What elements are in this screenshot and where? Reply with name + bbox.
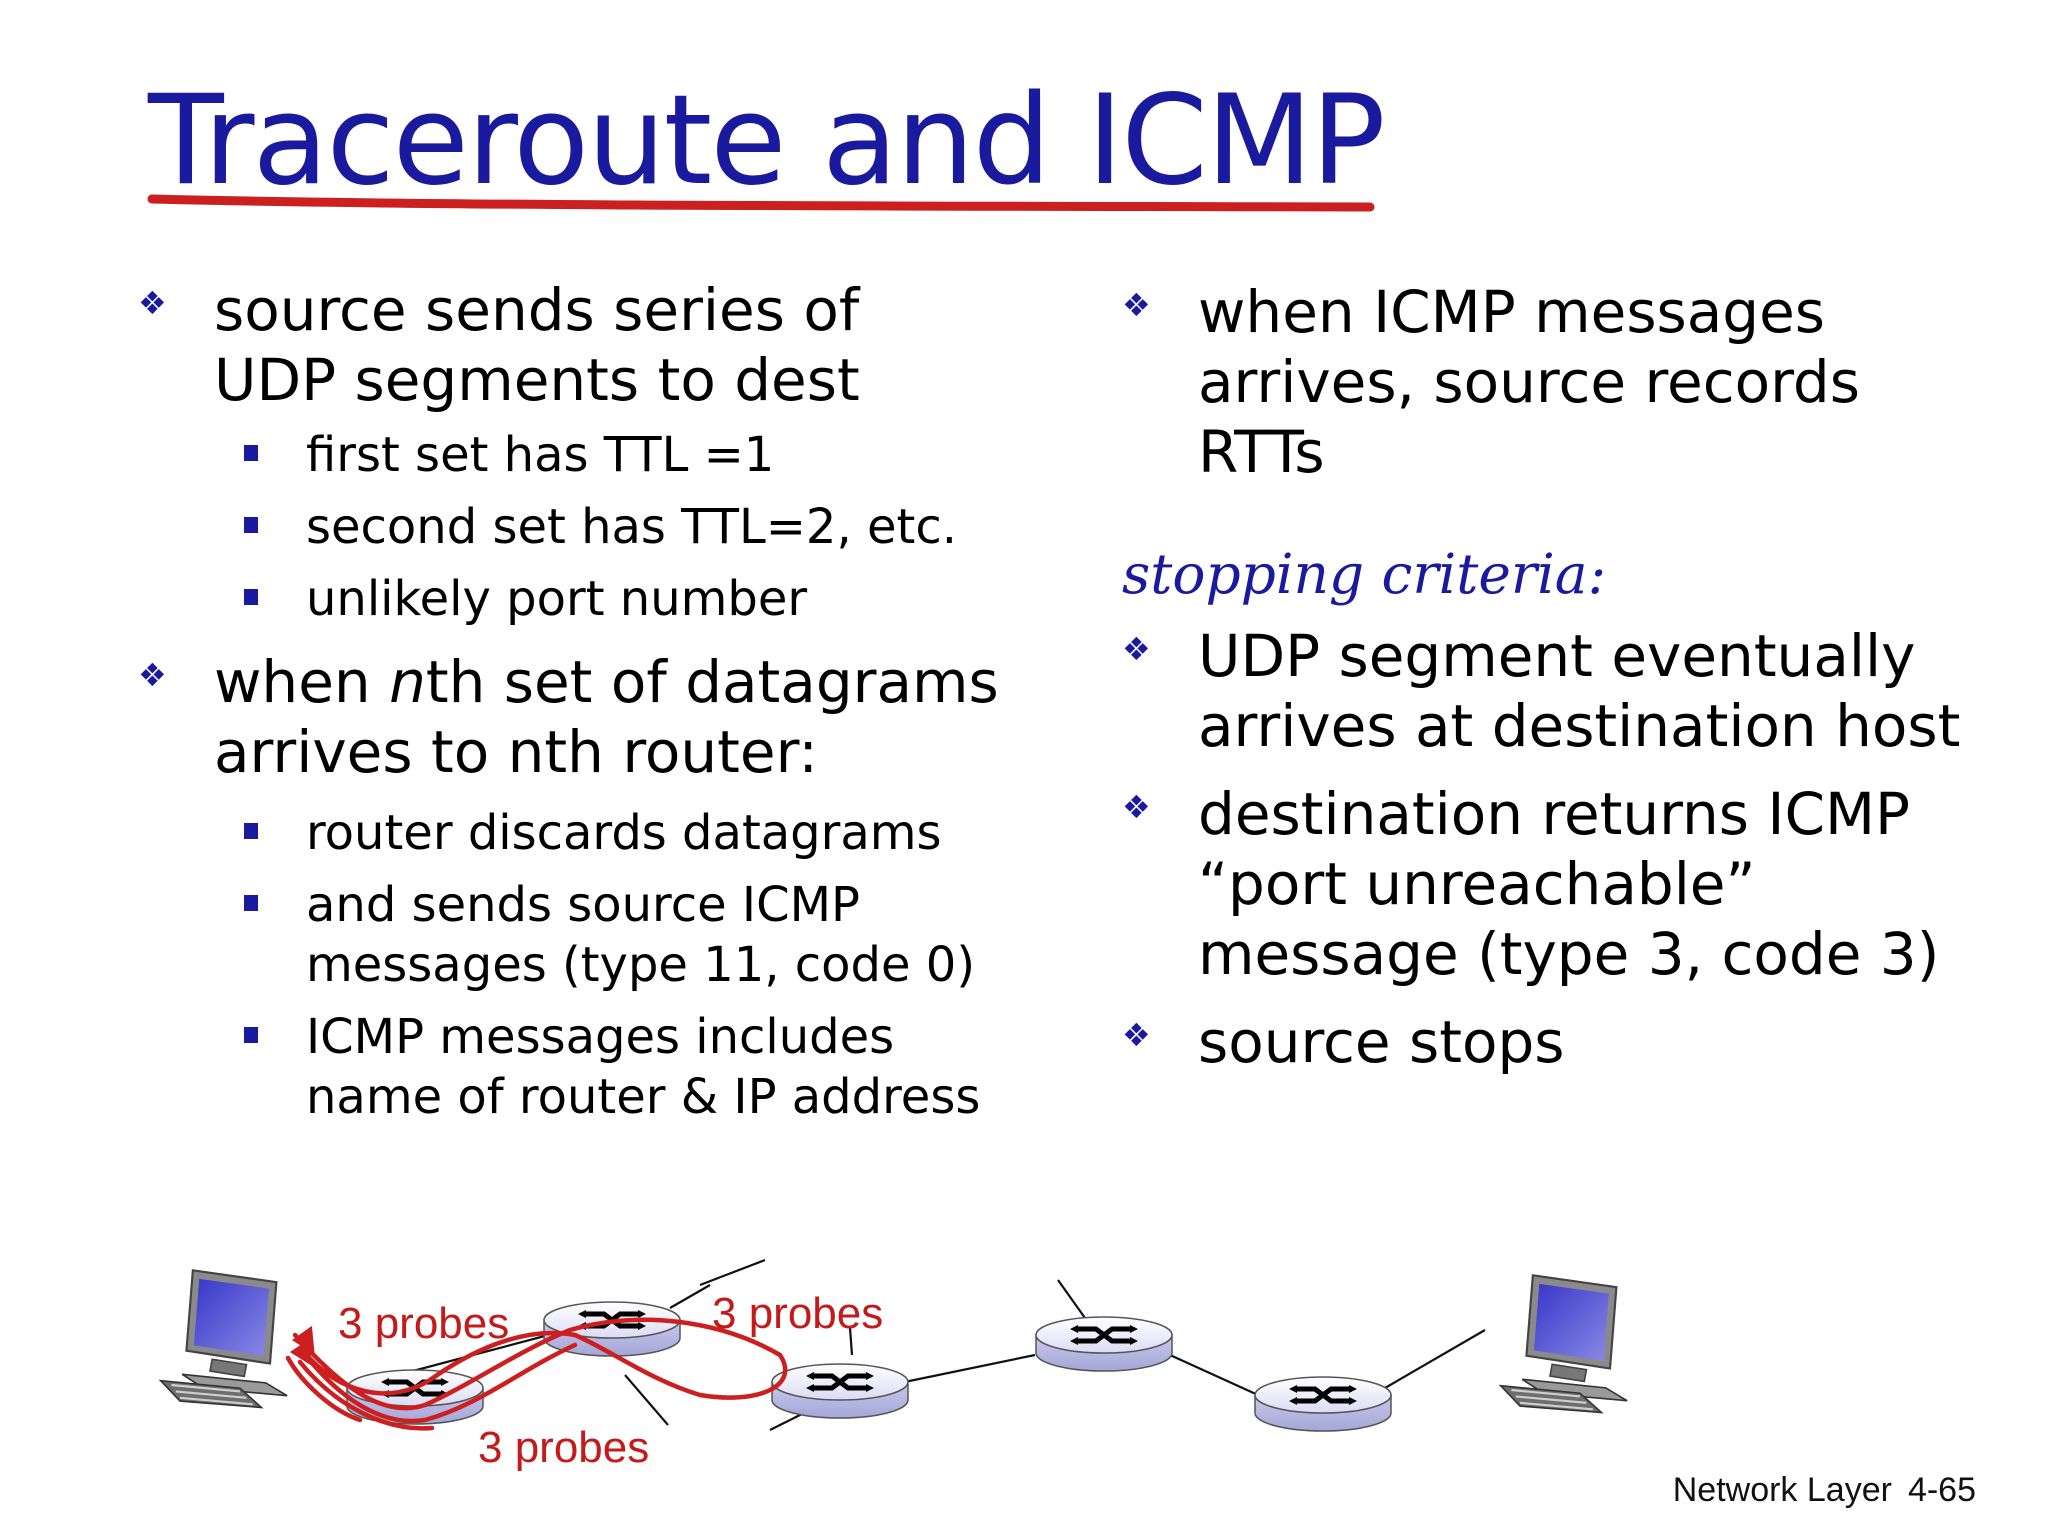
probe-label-3: 3 probes bbox=[478, 1423, 649, 1472]
sub-bullet-sends-icmp: and sends source ICMP messages (type 11,… bbox=[138, 875, 999, 995]
diamond-cluster-icon: ❖ bbox=[1122, 1016, 1151, 1054]
bullet-text-emphasis: n bbox=[389, 648, 426, 716]
probe-label-1: 3 probes bbox=[338, 1299, 509, 1348]
slide-footer: Network Layer 4-65 bbox=[1657, 1471, 1976, 1510]
sub-bullet-port: unlikely port number bbox=[138, 569, 999, 629]
bullet-text: when ICMP messages bbox=[1198, 278, 1826, 346]
footer-page-number: 4-65 bbox=[1907, 1471, 1976, 1509]
sub-bullet-ttl2: second set has TTL=2, etc. bbox=[138, 497, 999, 557]
bullet-text-part: when bbox=[214, 648, 390, 716]
bullet-text: arrives at destination host bbox=[1198, 692, 1961, 760]
diamond-cluster-icon: ❖ bbox=[1122, 286, 1151, 324]
bullet-udp-arrives: ❖ UDP segment eventually arrives at dest… bbox=[1122, 621, 1960, 761]
bullet-text: source sends series of bbox=[214, 276, 860, 344]
bullet-source-sends: ❖ source sends series of UDP segments to… bbox=[138, 275, 999, 415]
diamond-cluster-icon: ❖ bbox=[1122, 788, 1151, 826]
router-4-router-icon bbox=[1036, 1317, 1172, 1371]
square-bullet-icon bbox=[244, 1027, 258, 1043]
destination-host-computer-icon bbox=[1499, 1274, 1629, 1414]
bullet-text: RTTs bbox=[1198, 418, 1325, 486]
stopping-criteria-heading: stopping criteria: bbox=[1122, 542, 1607, 606]
footer-section: Network Layer bbox=[1672, 1471, 1892, 1509]
sub-bullet-text: unlikely port number bbox=[306, 571, 808, 627]
bullet-port-unreachable: ❖ destination returns ICMP “port unreach… bbox=[1122, 779, 1960, 989]
sub-bullet-text: second set has TTL=2, etc. bbox=[306, 499, 957, 555]
square-bullet-icon bbox=[244, 895, 258, 911]
bullet-text: arrives, source records bbox=[1198, 348, 1860, 416]
bullet-text: message (type 3, code 3) bbox=[1198, 920, 1940, 988]
sub-bullet-text: router discards datagrams bbox=[306, 805, 942, 861]
diamond-cluster-icon: ❖ bbox=[138, 656, 167, 694]
sub-bullet-discards: router discards datagrams bbox=[138, 803, 999, 863]
bullet-text: source stops bbox=[1198, 1008, 1565, 1076]
bullet-text-part: th set of datagrams bbox=[425, 648, 999, 716]
bullet-text: destination returns ICMP bbox=[1198, 780, 1911, 848]
router-5-router-icon bbox=[1255, 1377, 1391, 1431]
diamond-cluster-icon: ❖ bbox=[138, 284, 167, 322]
bullet-text: UDP segments to dest bbox=[214, 346, 860, 414]
sub-bullet-text: and sends source ICMP bbox=[306, 877, 860, 933]
left-column: ❖ source sends series of UDP segments to… bbox=[138, 275, 999, 1127]
sub-bullet-ttl1: first set has TTL =1 bbox=[138, 425, 999, 485]
sub-bullet-text: messages (type 11, code 0) bbox=[306, 937, 976, 993]
bullet-nth-set: ❖ when nth set of datagrams arrives to n… bbox=[138, 647, 999, 787]
probe-paths bbox=[285, 1317, 788, 1431]
bullet-icmp-arrives: ❖ when ICMP messages arrives, source rec… bbox=[1122, 277, 1960, 487]
sub-bullet-text: first set has TTL =1 bbox=[306, 427, 775, 483]
bullet-text: “port unreachable” bbox=[1198, 850, 1756, 918]
square-bullet-icon bbox=[244, 517, 258, 533]
source-host-computer-icon bbox=[159, 1269, 289, 1409]
diamond-cluster-icon: ❖ bbox=[1122, 630, 1151, 668]
bullet-text: when nth set of datagrams bbox=[214, 647, 999, 717]
sub-bullet-includes-name: ICMP messages includes name of router & … bbox=[138, 1007, 999, 1127]
square-bullet-icon bbox=[244, 589, 258, 605]
square-bullet-icon bbox=[244, 445, 258, 461]
bullet-text: arrives to nth router: bbox=[214, 718, 818, 786]
bullet-source-stops: ❖ source stops bbox=[1122, 1007, 1960, 1077]
sub-bullet-text: name of router & IP address bbox=[306, 1069, 981, 1125]
router-3-router-icon bbox=[772, 1364, 908, 1418]
slide-title: Traceroute and ICMP bbox=[148, 69, 1386, 213]
right-column: ❖ when ICMP messages arrives, source rec… bbox=[1122, 277, 1960, 1077]
probe-label-2: 3 probes bbox=[712, 1289, 883, 1338]
sub-bullet-text: ICMP messages includes bbox=[306, 1009, 895, 1065]
bullet-text: UDP segment eventually bbox=[1198, 622, 1916, 690]
square-bullet-icon bbox=[244, 823, 258, 839]
